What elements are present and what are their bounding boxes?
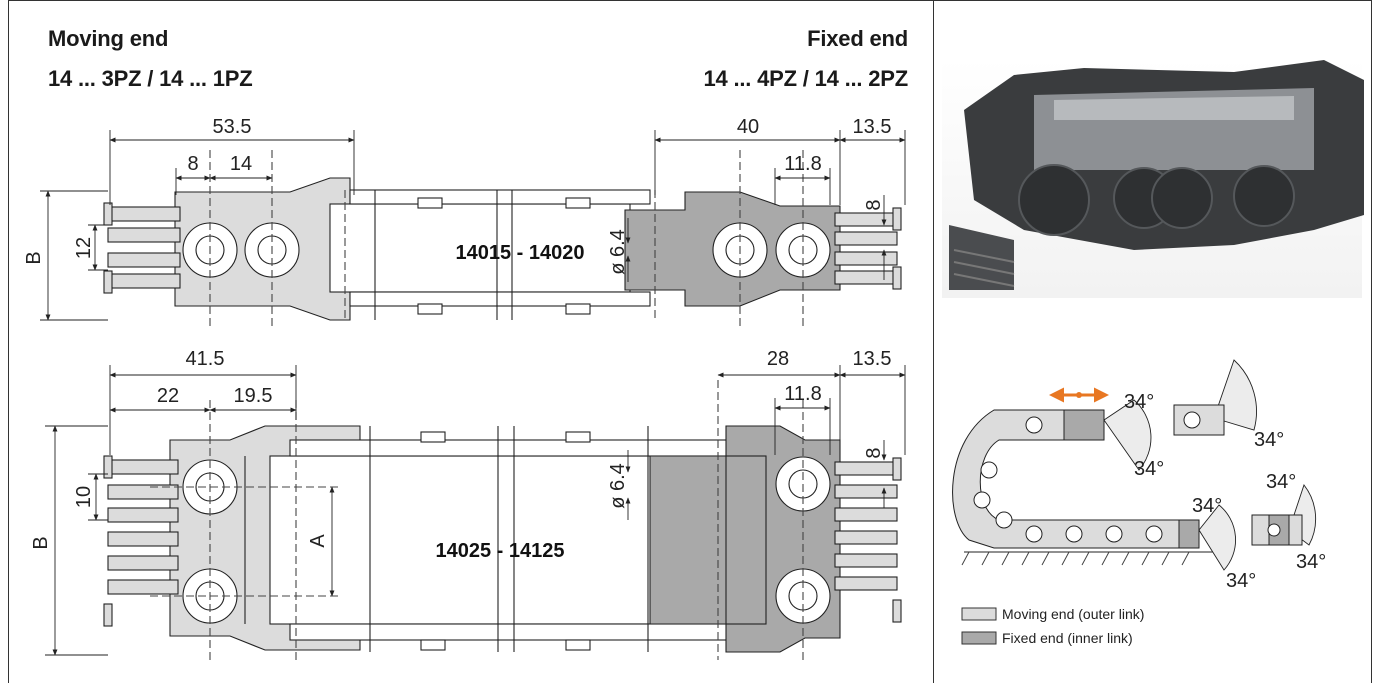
dim-bore-6-4-b: ø 6.4 <box>607 463 629 509</box>
dim-A: A <box>307 534 329 548</box>
dim-14: 14 <box>230 153 252 175</box>
chain-bend-diagram <box>952 409 1229 553</box>
bottom-fixed-fingers <box>834 457 902 623</box>
bottom-moving-fingers <box>103 455 179 627</box>
ground-hatch <box>961 551 1190 566</box>
angle-label-7: 34° <box>1226 570 1256 592</box>
dim-bore-6-4: ø 6.4 <box>607 229 629 275</box>
dim-8: 8 <box>187 153 198 175</box>
dim-28: 28 <box>767 348 789 370</box>
dim-B-b: B <box>30 536 52 549</box>
bottom-dimension-labels: 41.5 22 19.5 28 13.5 11.8 B 10 A 8 ø 6.4… <box>30 348 891 562</box>
detail-links <box>1173 404 1303 546</box>
dim-12: 12 <box>73 237 95 259</box>
dim-13-5-b: 13.5 <box>853 348 892 370</box>
angle-labels: 34° 34° 34° 34° 34° 34° 34° <box>1124 391 1326 592</box>
dim-11-8: 11.8 <box>784 153 821 175</box>
angle-label-5: 34° <box>1192 495 1222 517</box>
dim-19-5: 19.5 <box>234 385 273 407</box>
part-range-top: 14015 - 14020 <box>455 242 584 264</box>
top-chain-link <box>329 203 631 293</box>
dim-41-5: 41.5 <box>186 348 225 370</box>
top-moving-fingers <box>103 202 181 294</box>
panel-divider <box>933 0 934 683</box>
top-drawing <box>40 130 906 330</box>
legend-label-fixed: Fixed end (inner link) <box>1002 630 1133 646</box>
fixed-end-heading: Fixed end <box>807 26 908 51</box>
dim-B: B <box>23 251 45 264</box>
moving-end-heading: Moving end <box>48 26 169 51</box>
figure-frame <box>8 0 1372 683</box>
right-panel: 34° 34° 34° 34° 34° 34° 34° Moving end (… <box>942 58 1364 646</box>
product-photo <box>942 58 1364 298</box>
top-fixed-fingers <box>834 207 902 290</box>
angle-label-3: 34° <box>1134 458 1164 480</box>
dim-10: 10 <box>73 486 95 508</box>
angle-label-2: 34° <box>1254 429 1284 451</box>
dim-slot-8-b: 8 <box>863 447 885 458</box>
dim-22: 22 <box>157 385 179 407</box>
top-centerlines <box>209 150 804 330</box>
angle-label-4: 34° <box>1266 471 1296 493</box>
legend: Moving end (outer link) Fixed end (inner… <box>961 606 1144 646</box>
movement-arrow-dot <box>1076 392 1082 398</box>
top-dimension-labels: 53.5 8 14 40 13.5 11.8 B 12 8 ø 6.4 1401… <box>23 116 891 275</box>
part-range-bottom: 14025 - 14125 <box>435 540 564 562</box>
legend-label-moving: Moving end (outer link) <box>1002 606 1144 622</box>
angle-label-6: 34° <box>1296 551 1326 573</box>
dim-13-5: 13.5 <box>853 116 892 138</box>
angle-label-1: 34° <box>1124 391 1154 413</box>
legend-swatch-moving <box>961 607 997 621</box>
dim-11-8-b: 11.8 <box>784 383 821 405</box>
bottom-drawing <box>45 365 906 660</box>
fixed-end-part-numbers: 14 ... 4PZ / 14 ... 2PZ <box>703 66 909 91</box>
technical-drawings: 53.5 8 14 40 13.5 11.8 B 12 8 ø 6.4 1401… <box>23 116 906 660</box>
dim-40: 40 <box>737 116 759 138</box>
legend-swatch-fixed <box>961 631 997 645</box>
dim-53-5: 53.5 <box>213 116 252 138</box>
moving-end-part-numbers: 14 ... 3PZ / 14 ... 1PZ <box>48 66 253 91</box>
dim-slot-8: 8 <box>863 199 885 210</box>
